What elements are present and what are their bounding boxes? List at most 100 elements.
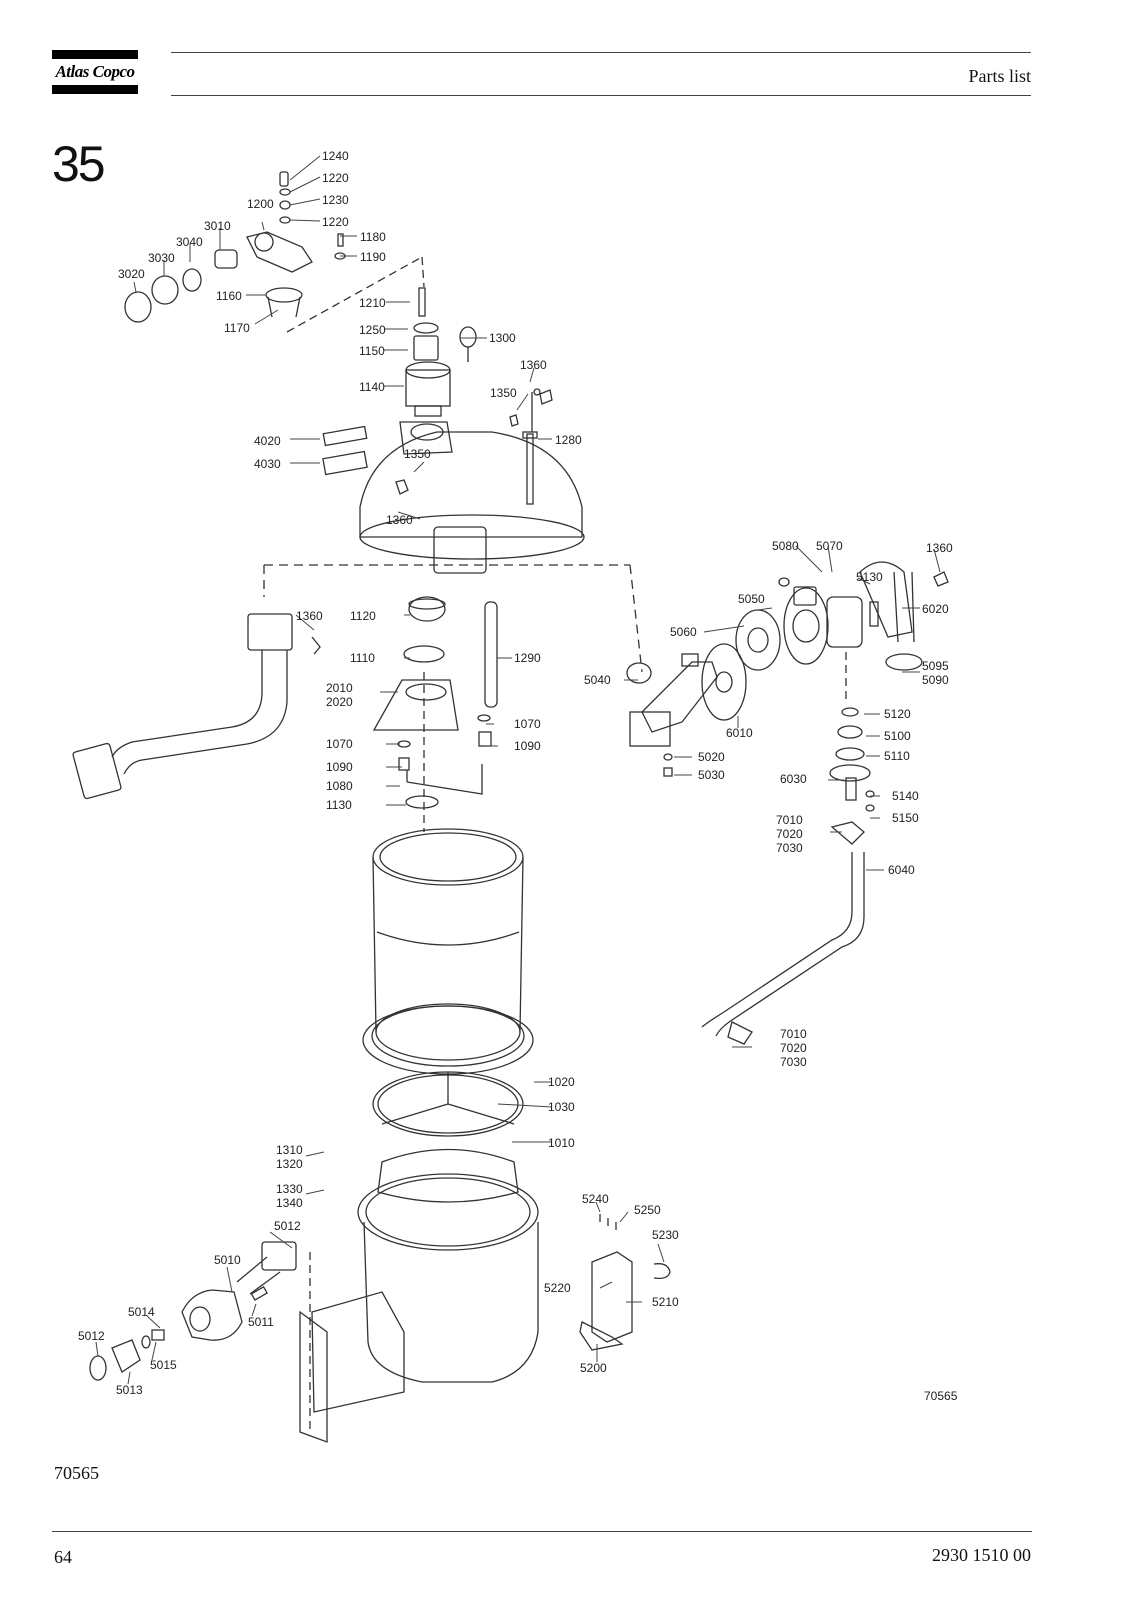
- part-label: 1010: [548, 1136, 575, 1150]
- diagram-drawing: [72, 171, 949, 1443]
- part-label: 7020: [776, 827, 803, 841]
- part-label: 1070: [326, 737, 353, 751]
- part-label: 3020: [118, 267, 145, 281]
- header-rule-top: [171, 52, 1031, 53]
- part-label: 1220: [322, 215, 349, 229]
- part-label: 5220: [544, 1281, 571, 1295]
- part-label: 5013: [116, 1383, 143, 1397]
- part-label: 1020: [548, 1075, 575, 1089]
- page-title: Parts list: [968, 66, 1031, 86]
- part-label: 5140: [892, 789, 919, 803]
- part-label: 5015: [150, 1358, 177, 1372]
- part-label: 1310: [276, 1143, 303, 1157]
- logo-wordmark: Atlas Copco: [55, 62, 135, 81]
- part-label: 7010: [780, 1027, 807, 1041]
- part-label: 1290: [514, 651, 541, 665]
- part-label: 5070: [816, 539, 843, 553]
- part-label: 1030: [548, 1100, 575, 1114]
- part-label: 1230: [322, 193, 349, 207]
- part-label: 5012: [78, 1329, 105, 1343]
- part-label: 1360: [386, 513, 413, 527]
- part-label: 1360: [520, 358, 547, 372]
- part-label: 5012: [274, 1219, 301, 1233]
- part-label: 5095: [922, 659, 949, 673]
- part-label: 5040: [584, 673, 611, 687]
- part-label: 1090: [326, 760, 353, 774]
- figure-number: 35: [52, 136, 106, 192]
- figure-reference: 70565: [54, 1463, 99, 1483]
- part-label: 5050: [738, 592, 765, 606]
- part-label: 1220: [322, 171, 349, 185]
- part-label: 1120: [350, 609, 376, 623]
- logo-bar-bottom: [52, 85, 138, 94]
- part-label: 5030: [698, 768, 725, 782]
- part-label: 7010: [776, 813, 803, 827]
- part-label: 6010: [726, 726, 753, 740]
- part-label: 5014: [128, 1305, 155, 1319]
- part-label: 1340: [276, 1196, 303, 1210]
- part-label: 5250: [634, 1203, 661, 1217]
- part-label: 1350: [490, 386, 517, 400]
- part-label: 1130: [326, 798, 352, 812]
- part-label: 1330: [276, 1182, 303, 1196]
- part-label: 5110: [884, 749, 910, 763]
- part-label: 1350: [404, 447, 431, 461]
- part-label: 5150: [892, 811, 919, 825]
- part-label: 5100: [884, 729, 911, 743]
- part-label: 5210: [652, 1295, 679, 1309]
- part-label: 2020: [326, 695, 353, 709]
- part-label: 1180: [360, 230, 386, 244]
- part-label: 7030: [776, 841, 803, 855]
- part-label: 4020: [254, 434, 281, 448]
- part-label: 6020: [922, 602, 949, 616]
- part-label: 1110: [350, 651, 375, 665]
- part-label: 5011: [248, 1315, 274, 1329]
- part-label: 4030: [254, 457, 281, 471]
- page-number: 64: [54, 1547, 72, 1567]
- part-label: 5200: [580, 1361, 607, 1375]
- part-label: 5230: [652, 1228, 679, 1242]
- document-number: 2930 1510 00: [932, 1545, 1031, 1565]
- part-label: 5010: [214, 1253, 241, 1267]
- part-label: 5120: [884, 707, 911, 721]
- part-label: 1210: [359, 296, 386, 310]
- part-label: 1200: [247, 197, 274, 211]
- header-rule-bottom: [171, 95, 1031, 96]
- part-label: 5090: [922, 673, 949, 687]
- part-label: 1150: [359, 344, 385, 358]
- part-label: 1190: [360, 250, 386, 264]
- part-label: 3030: [148, 251, 175, 265]
- part-label: 6040: [888, 863, 915, 877]
- part-label: 1300: [489, 331, 516, 345]
- part-label: 5080: [772, 539, 799, 553]
- part-label: 1160: [216, 289, 242, 303]
- part-label: 3010: [204, 219, 231, 233]
- footer-rule: [52, 1531, 1032, 1532]
- part-label: 1240: [322, 149, 349, 163]
- callout-leaders: [95, 155, 941, 1385]
- part-label: 6030: [780, 772, 807, 786]
- part-label: 1250: [359, 323, 386, 337]
- part-label: 2010: [326, 681, 353, 695]
- part-label: 5020: [698, 750, 725, 764]
- part-label: 1140: [359, 380, 385, 394]
- part-label: 7020: [780, 1041, 807, 1055]
- part-label: 3040: [176, 235, 203, 249]
- exploded-parts-diagram: 1240 1220 1230 1200 1220 3010 1180 3040 …: [52, 132, 1032, 1472]
- image-id: 70565: [924, 1389, 958, 1403]
- part-label: 5060: [670, 625, 697, 639]
- part-label: 1070: [514, 717, 541, 731]
- part-label: 1360: [926, 541, 953, 555]
- part-label: 1090: [514, 739, 541, 753]
- part-label: 5240: [582, 1192, 609, 1206]
- part-label: 1170: [224, 321, 250, 335]
- atlas-copco-logo: Atlas Copco: [52, 50, 138, 94]
- part-label: 1080: [326, 779, 353, 793]
- part-label: 1280: [555, 433, 582, 447]
- part-label: 7030: [780, 1055, 807, 1069]
- part-callouts: 1240 1220 1230 1200 1220 3010 1180 3040 …: [78, 149, 958, 1403]
- part-label: 1360: [296, 609, 323, 623]
- logo-bar-top: [52, 50, 138, 59]
- part-label: 1320: [276, 1157, 303, 1171]
- part-label: 5130: [856, 570, 883, 584]
